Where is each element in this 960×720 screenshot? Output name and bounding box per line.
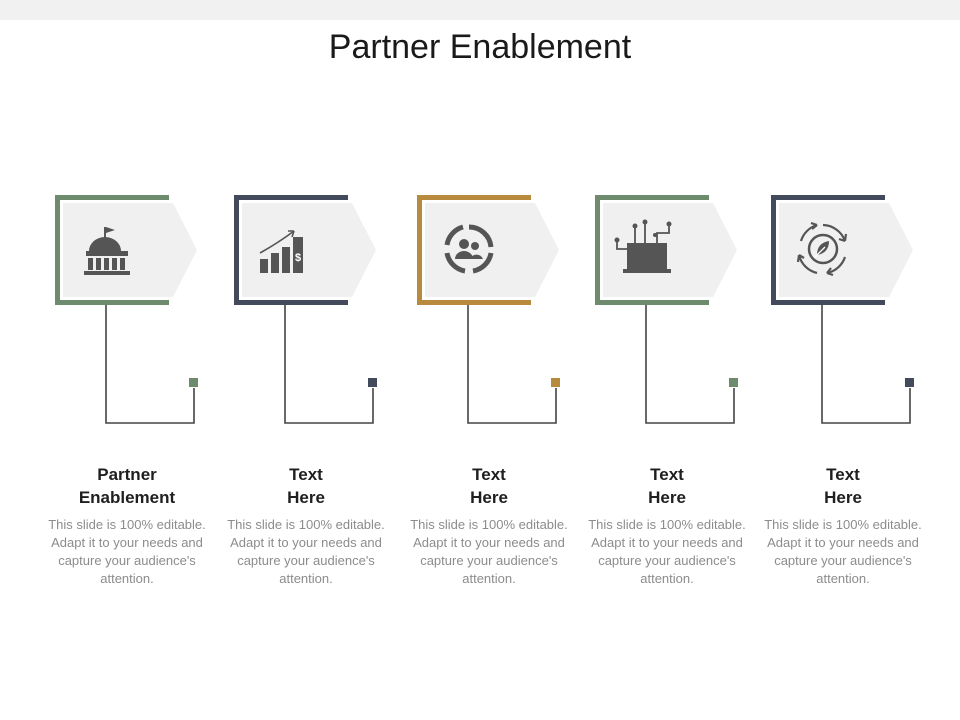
step-heading: Text Here <box>470 465 508 507</box>
step-connector <box>821 305 914 424</box>
connector-end-square <box>551 378 560 387</box>
step-connector <box>645 305 738 424</box>
step-heading: Partner Enablement <box>78 465 176 507</box>
step-description: This slide is 100% editable. Adapt it to… <box>48 517 206 586</box>
svg-text:$: $ <box>295 252 301 264</box>
step-heading: Text Here <box>287 465 325 507</box>
step-heading: Text Here <box>824 465 862 507</box>
step-description: This slide is 100% editable. Adapt it to… <box>764 517 922 586</box>
government-building-icon <box>71 213 143 285</box>
circuit-board-icon <box>611 213 683 285</box>
step-connector <box>105 305 198 424</box>
step-heading: Text Here <box>648 465 686 507</box>
step-connector <box>284 305 377 424</box>
connector-line <box>821 305 911 424</box>
step-frame <box>234 195 376 305</box>
arrow-tag-shape <box>234 195 376 305</box>
growth-chart-dollar-icon: $ <box>250 213 322 285</box>
connector-line <box>645 305 735 424</box>
eco-recycle-leaf-icon <box>787 213 859 285</box>
slide-title: Partner Enablement <box>328 28 632 66</box>
top-band <box>0 0 960 20</box>
connector-end-square <box>905 378 914 387</box>
connector-end-square <box>729 378 738 387</box>
connector-end-square <box>189 378 198 387</box>
team-cycle-icon <box>433 213 505 285</box>
step-description: This slide is 100% editable. Adapt it to… <box>588 517 746 586</box>
connector-end-square <box>368 378 377 387</box>
connector-line <box>284 305 374 424</box>
connector-line <box>467 305 557 424</box>
step-connector <box>467 305 560 424</box>
connector-line <box>105 305 195 424</box>
step-description: This slide is 100% editable. Adapt it to… <box>227 517 385 586</box>
step-description: This slide is 100% editable. Adapt it to… <box>410 517 568 586</box>
